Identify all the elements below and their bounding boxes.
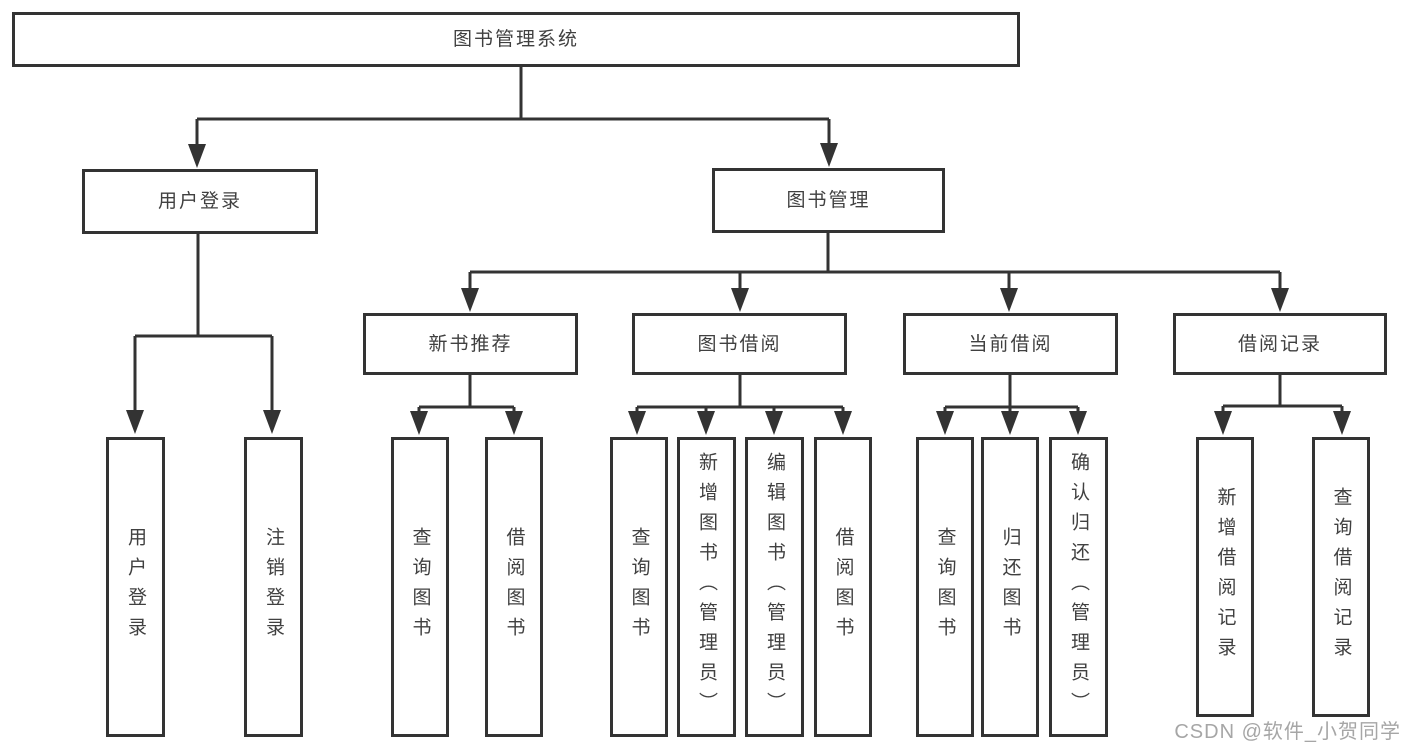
node-borrowing-records: 借阅记录: [1173, 313, 1387, 375]
node-label: 当前借阅: [968, 333, 1053, 355]
node-add-borrow-record: 新增借阅记录: [1196, 437, 1254, 717]
node-label: 图书借阅: [697, 333, 782, 355]
node-label: 图书管理: [786, 190, 871, 211]
node-return-books: 归还图书: [981, 437, 1039, 737]
node-label: 新增图书（管理员）: [696, 452, 717, 722]
node-book-borrowing: 图书借阅: [632, 313, 847, 375]
node-query-books-recommend: 查询图书: [391, 437, 449, 737]
node-label: 查询图书: [934, 527, 956, 647]
node-confirm-return-admin: 确认归还（管理员）: [1049, 437, 1108, 737]
node-user-login-leaf: 用户登录: [106, 437, 165, 737]
node-query-borrow-record: 查询借阅记录: [1312, 437, 1370, 717]
node-label: 编辑图书（管理员）: [764, 452, 785, 722]
node-label: 借阅图书: [503, 527, 525, 647]
node-book-management: 图书管理: [712, 168, 945, 233]
node-borrow-books-leaf: 借阅图书: [814, 437, 872, 737]
node-current-borrowing: 当前借阅: [903, 313, 1118, 375]
node-label: 借阅图书: [832, 527, 854, 647]
node-label: 查询图书: [409, 527, 431, 647]
node-label: 归还图书: [999, 527, 1021, 647]
node-label: 注销登录: [263, 527, 284, 647]
csdn-watermark: CSDN @软件_小贺同学: [1174, 721, 1401, 743]
node-label: 查询借阅记录: [1330, 487, 1352, 667]
node-label: 新增借阅记录: [1214, 487, 1236, 667]
node-label: 图书管理系统: [452, 29, 579, 50]
node-label: 查询图书: [628, 527, 650, 647]
node-query-books-current: 查询图书: [916, 437, 974, 737]
node-edit-book-admin: 编辑图书（管理员）: [745, 437, 804, 737]
node-borrow-books-recommend: 借阅图书: [485, 437, 543, 737]
node-new-book-recommendation: 新书推荐: [363, 313, 578, 375]
node-label: 用户登录: [125, 527, 146, 647]
node-user-login: 用户登录: [82, 169, 318, 234]
node-label: 借阅记录: [1237, 333, 1322, 355]
node-label: 用户登录: [157, 191, 242, 212]
node-add-book-admin: 新增图书（管理员）: [677, 437, 736, 737]
node-label: 确认归还（管理员）: [1068, 452, 1089, 722]
node-library-system-root: 图书管理系统: [12, 12, 1020, 67]
node-label: 新书推荐: [428, 333, 513, 355]
node-logout: 注销登录: [244, 437, 303, 737]
node-query-books-borrowing: 查询图书: [610, 437, 668, 737]
